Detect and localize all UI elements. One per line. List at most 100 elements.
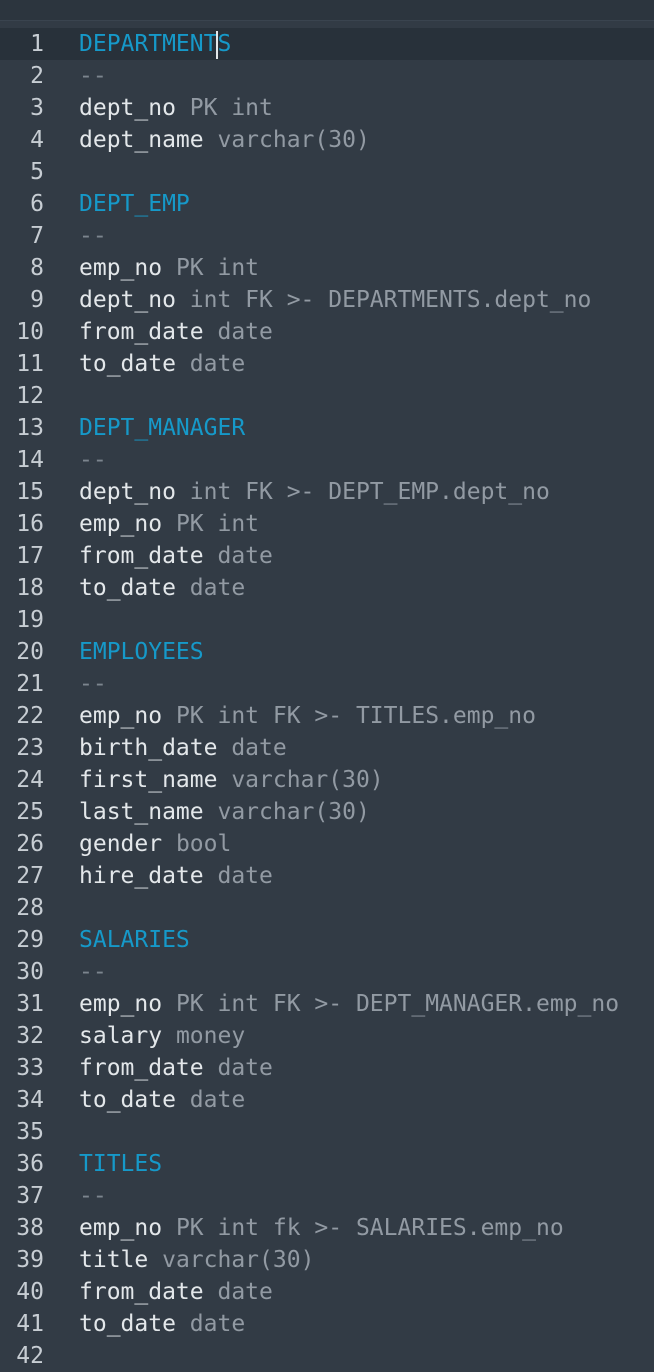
line-number: 10 bbox=[16, 319, 44, 345]
code-line[interactable]: 5 bbox=[0, 156, 654, 188]
line-content: -- bbox=[79, 60, 107, 92]
line-content: DEPT_MANAGER bbox=[79, 412, 245, 444]
column-name: gender bbox=[79, 831, 163, 857]
code-line[interactable]: 19 bbox=[0, 604, 654, 636]
column-name: dept_no bbox=[79, 95, 176, 121]
line-number: 29 bbox=[16, 927, 44, 953]
code-line[interactable]: 36 TITLES bbox=[0, 1148, 654, 1180]
column-definition: date bbox=[175, 1311, 246, 1337]
line-content: DEPT_EMP bbox=[79, 188, 190, 220]
line-number: 21 bbox=[16, 671, 44, 697]
line-number: 2 bbox=[30, 63, 44, 89]
column-definition: date bbox=[217, 735, 287, 761]
column-definition: date bbox=[203, 863, 273, 889]
column-name: from_date bbox=[79, 1279, 204, 1305]
line-number: 12 bbox=[16, 383, 44, 409]
line-number: 19 bbox=[16, 607, 44, 633]
line-content: to_date date bbox=[79, 572, 245, 604]
separator: -- bbox=[79, 447, 107, 473]
column-definition: int FK >- DEPT_EMP.dept_no bbox=[175, 479, 550, 505]
line-content: gender bool bbox=[79, 828, 231, 860]
code-line[interactable]: 6 DEPT_EMP bbox=[0, 188, 654, 220]
column-definition: bool bbox=[162, 831, 232, 857]
line-number: 42 bbox=[16, 1343, 44, 1369]
column-definition: date bbox=[175, 351, 246, 377]
code-line[interactable]: 28 bbox=[0, 892, 654, 924]
table-name: EMPLOYEES bbox=[79, 639, 204, 665]
column-definition: PK int FK >- TITLES.emp_no bbox=[162, 703, 536, 729]
code-line[interactable]: 40 from_date date bbox=[0, 1276, 654, 1308]
separator: -- bbox=[79, 1183, 107, 1209]
line-content: from_date date bbox=[79, 316, 273, 348]
line-number: 28 bbox=[16, 895, 44, 921]
column-definition: money bbox=[162, 1023, 246, 1049]
code-line[interactable]: 35 bbox=[0, 1116, 654, 1148]
line-number: 1 bbox=[30, 31, 44, 57]
line-content: EMPLOYEES bbox=[79, 636, 204, 668]
line-number: 6 bbox=[30, 191, 44, 217]
line-content: to_date date bbox=[79, 1308, 245, 1340]
editor-tab-bar bbox=[0, 0, 654, 21]
line-number: 15 bbox=[16, 479, 44, 505]
line-content: -- bbox=[79, 956, 107, 988]
line-number: 30 bbox=[16, 959, 44, 985]
column-name: emp_no bbox=[79, 991, 163, 1017]
code-line[interactable]: 21 -- bbox=[0, 668, 654, 700]
line-number: 40 bbox=[16, 1279, 44, 1305]
line-content: emp_no PK int bbox=[79, 508, 259, 540]
line-number: 41 bbox=[16, 1311, 44, 1337]
code-line[interactable]: 12 bbox=[0, 380, 654, 412]
line-number: 7 bbox=[30, 223, 44, 249]
line-number: 13 bbox=[16, 415, 44, 441]
column-definition: PK int FK >- DEPT_MANAGER.emp_no bbox=[162, 991, 620, 1017]
column-name: emp_no bbox=[79, 1215, 163, 1241]
code-line[interactable]: 37-- bbox=[0, 1180, 654, 1212]
code-line[interactable]: 42 bbox=[0, 1340, 654, 1372]
table-name: SALARIES bbox=[79, 927, 190, 953]
code-line[interactable]: 41 to_date date bbox=[0, 1308, 654, 1340]
code-line[interactable]: 13 DEPT_MANAGER bbox=[0, 412, 654, 444]
code-line[interactable]: 29 SALARIES bbox=[0, 924, 654, 956]
column-definition: PK int bbox=[162, 511, 260, 537]
code-line[interactable]: 7-- bbox=[0, 220, 654, 252]
code-line[interactable]: 30 -- bbox=[0, 956, 654, 988]
line-number: 38 bbox=[16, 1215, 44, 1241]
table-name: TITLES bbox=[79, 1151, 163, 1177]
separator: -- bbox=[79, 63, 107, 89]
line-content: hire_date date bbox=[79, 860, 273, 892]
code-line[interactable]: 2 -- bbox=[0, 60, 654, 92]
code-line[interactable]: 10 from_date date bbox=[0, 316, 654, 348]
code-line[interactable]: 14-- bbox=[0, 444, 654, 476]
line-content: from_date date bbox=[79, 1276, 273, 1308]
line-number: 36 bbox=[16, 1151, 44, 1177]
separator: -- bbox=[79, 671, 107, 697]
column-name: hire_date bbox=[79, 863, 204, 889]
column-name: title bbox=[79, 1247, 149, 1273]
column-definition: int FK >- DEPARTMENTS.dept_no bbox=[175, 287, 592, 313]
column-definition: varchar(30) bbox=[217, 767, 384, 793]
